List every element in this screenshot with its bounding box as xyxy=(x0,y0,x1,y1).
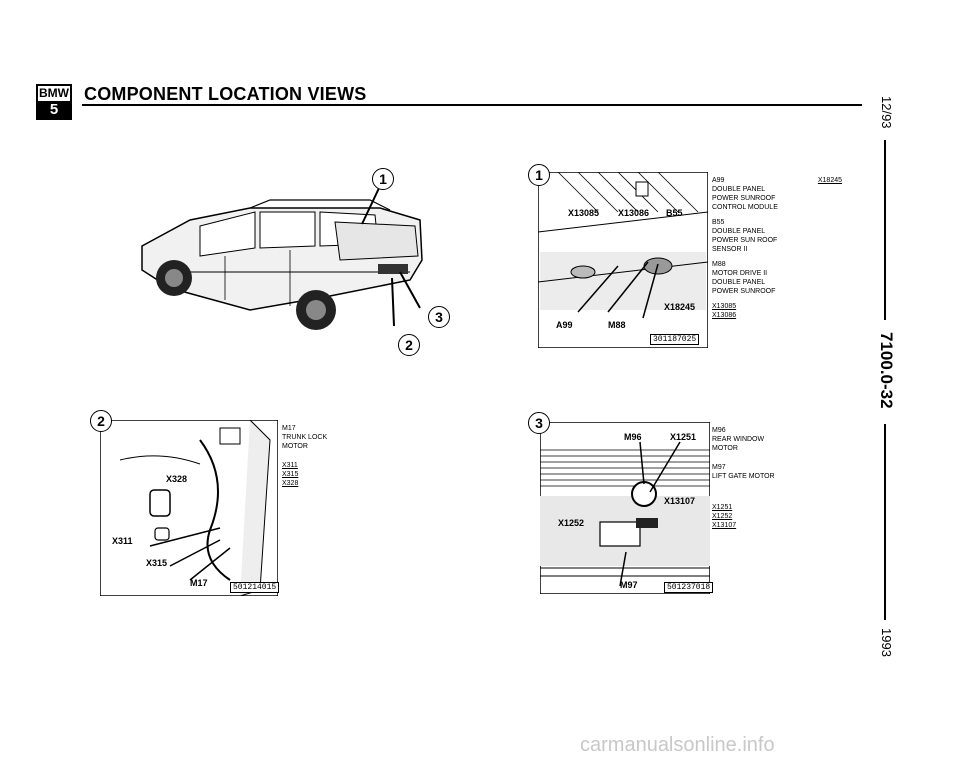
legend-m96-code: M96 xyxy=(712,427,726,434)
view2-label-x311: X311 xyxy=(112,536,133,546)
view2-label-x315: X315 xyxy=(146,558,167,568)
side-year: 1993 xyxy=(879,628,894,657)
view3-label-m97: M97 xyxy=(620,580,638,590)
view2-label-x328: X328 xyxy=(166,474,187,484)
side-rule-bottom xyxy=(884,424,886,620)
legend-a99-code: A99 xyxy=(712,177,725,184)
legend-m88-desc-2: DOUBLE PANEL xyxy=(712,279,766,286)
legend-x13086: X13086 xyxy=(712,312,737,319)
legend-a99-desc-3: CONTROL MODULE xyxy=(712,204,778,211)
view2-figure-number: 501214015 xyxy=(230,582,280,593)
view1-legend: A99 X18245 DOUBLE PANEL POWER SUNROOF CO… xyxy=(712,176,842,320)
view3-legend: M96 REAR WINDOW MOTOR M97 LIFT GATE MOTO… xyxy=(712,426,822,530)
view3-label-x1251: X1251 xyxy=(670,432,696,442)
view1-label-m88: M88 xyxy=(608,320,626,330)
legend-m97-desc-1: LIFT GATE MOTOR xyxy=(712,473,775,480)
overview-callout-1: 1 xyxy=(372,168,394,190)
legend-m17-code: M17 xyxy=(282,425,296,432)
logo-series: 5 xyxy=(49,101,59,118)
view3-label-x1252: X1252 xyxy=(558,518,584,528)
legend-b55-desc-3: SENSOR II xyxy=(712,246,748,253)
view2-label-m17: M17 xyxy=(190,578,208,588)
view1-label-x18245: X18245 xyxy=(664,302,695,312)
legend-m97-code: M97 xyxy=(712,464,726,471)
overview-callout-3: 3 xyxy=(428,306,450,328)
watermark: carmanualsonline.info xyxy=(580,734,775,756)
legend-x1251: X1251 xyxy=(712,504,733,511)
legend-x13107: X13107 xyxy=(712,522,737,529)
legend-m88-desc-1: MOTOR DRIVE II xyxy=(712,270,768,277)
legend-b55-desc-2: POWER SUN ROOF xyxy=(712,237,778,244)
side-date: 12/93 xyxy=(879,96,894,129)
bmw-5-logo: BMW 5 xyxy=(36,84,72,120)
view3-detail-photo: M96 X1251 X13107 X1252 M97 xyxy=(540,422,710,594)
side-rule-top xyxy=(884,140,886,320)
legend-b55-desc-1: DOUBLE PANEL xyxy=(712,228,766,235)
legend-m88-desc-3: POWER SUNROOF xyxy=(712,288,776,295)
view1-detail-photo: X13085 X13086 B55 A99 M88 X18245 xyxy=(538,172,708,348)
view3-label-x13107: X13107 xyxy=(664,496,695,506)
logo-brand: BMW xyxy=(38,86,70,101)
view3-label-m96: M96 xyxy=(624,432,642,442)
legend-m88-code: M88 xyxy=(712,261,726,268)
legend-a99-desc-1: DOUBLE PANEL xyxy=(712,186,766,193)
view1-figure-number: 301187025 xyxy=(650,334,700,345)
legend-x13085: X13085 xyxy=(712,303,737,310)
view2-legend: M17 TRUNK LOCK MOTOR X311 X315 X328 xyxy=(282,424,372,488)
legend-m17-desc-2: MOTOR xyxy=(282,443,308,450)
legend-x328: X328 xyxy=(282,480,299,487)
title-rule xyxy=(82,104,862,106)
legend-m17-desc-1: TRUNK LOCK xyxy=(282,434,328,441)
legend-x1252: X1252 xyxy=(712,513,733,520)
view2-callout: 2 xyxy=(90,410,112,432)
view1-label-x13086: X13086 xyxy=(618,208,649,218)
view3-callout: 3 xyxy=(528,412,550,434)
view3-figure-number: 501237018 xyxy=(664,582,714,593)
legend-m96-desc-2: MOTOR xyxy=(712,445,738,452)
overview-car-illustration xyxy=(141,185,423,330)
legend-a99-desc-2: POWER SUNROOF xyxy=(712,195,776,202)
view1-label-x13085: X13085 xyxy=(568,208,599,218)
side-code: 7100.0-32 xyxy=(877,332,896,409)
legend-x311: X311 xyxy=(282,462,298,469)
legend-x315: X315 xyxy=(282,471,299,478)
view1-label-b55: B55 xyxy=(666,208,683,218)
legend-b55-code: B55 xyxy=(712,219,725,226)
legend-x18245: X18245 xyxy=(817,177,842,184)
view1-label-a99: A99 xyxy=(556,320,573,330)
overview-callout-2: 2 xyxy=(398,334,420,356)
view2-detail-photo: X328 X311 X315 M17 xyxy=(100,420,278,596)
view1-callout: 1 xyxy=(528,164,550,186)
legend-m96-desc-1: REAR WINDOW xyxy=(712,436,765,443)
page-title: COMPONENT LOCATION VIEWS xyxy=(84,84,367,104)
